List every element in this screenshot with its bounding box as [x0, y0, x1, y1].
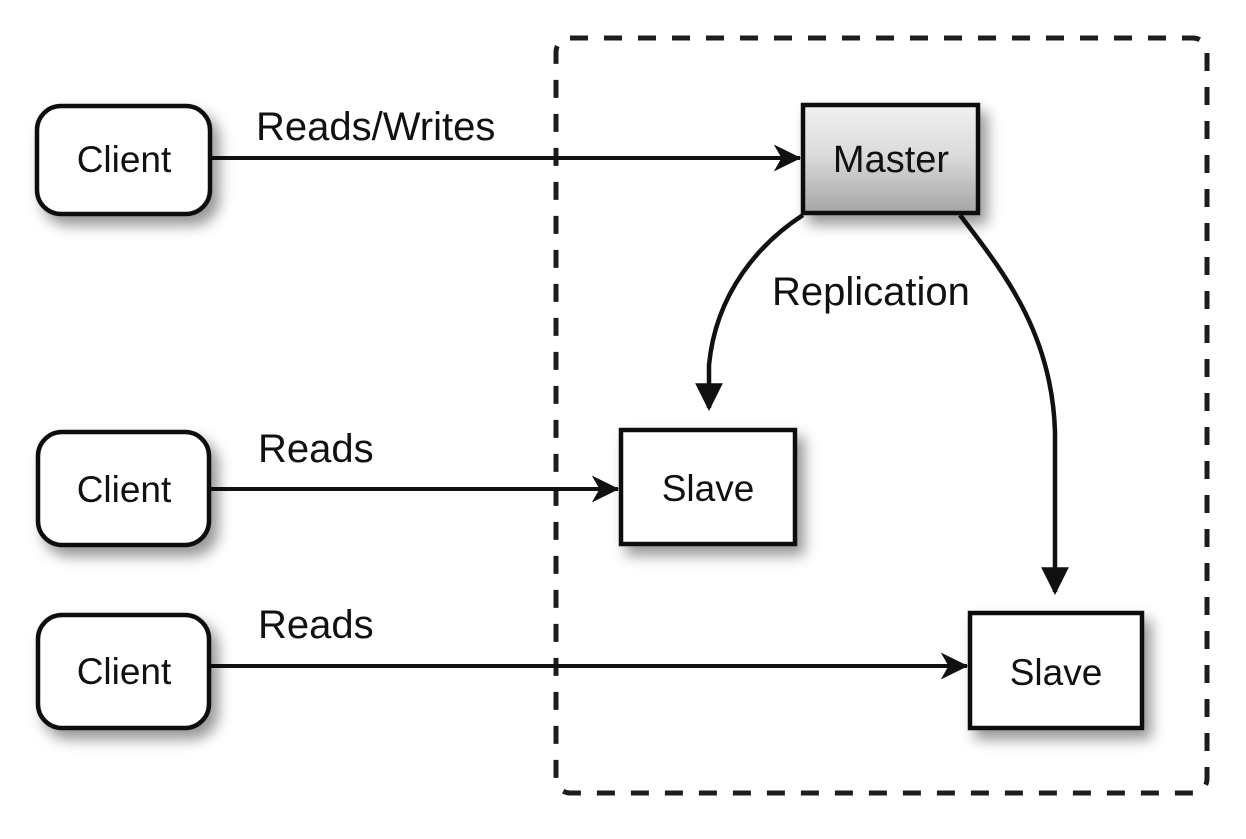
node-slave-2[interactable]: Slave	[967, 610, 1145, 731]
edge-label-reads-2: Reads	[258, 603, 374, 647]
edge-label-reads-1: Reads	[258, 427, 374, 471]
edge-label-replication: Replication	[772, 270, 970, 314]
client-2-box[interactable]	[35, 429, 212, 548]
slave-1-label: Slave	[662, 468, 755, 509]
slave-1-box[interactable]	[618, 427, 798, 547]
client-1-box[interactable]	[34, 103, 213, 217]
node-slave-1[interactable]: Slave	[618, 427, 798, 547]
slave-2-box[interactable]	[967, 610, 1145, 731]
client-3-label: Client	[77, 651, 172, 692]
slave-2-label: Slave	[1010, 652, 1103, 693]
node-master[interactable]: Master	[800, 102, 981, 216]
client-2-label: Client	[77, 469, 172, 510]
node-client-3[interactable]: Client	[35, 612, 212, 731]
edge-master-slave2-curve	[958, 213, 1069, 595]
client-3-box[interactable]	[35, 612, 212, 731]
server-boundary	[553, 35, 1210, 796]
client-1-label: Client	[77, 139, 172, 180]
node-client-2[interactable]: Client	[35, 429, 212, 548]
edge-label-reads-writes: Reads/Writes	[256, 105, 495, 149]
edge-master-slave1-curve	[695, 213, 805, 411]
master-box[interactable]	[800, 102, 981, 216]
master-label: Master	[833, 139, 949, 181]
node-client-1[interactable]: Client	[34, 103, 213, 217]
